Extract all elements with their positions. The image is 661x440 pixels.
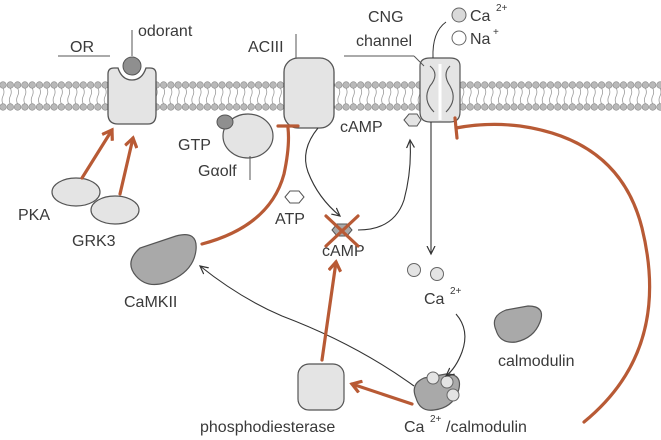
regulation-arrows [80, 116, 652, 424]
cng-channel-label-1: CNG [368, 9, 404, 26]
galpha-olf-protein [216, 113, 274, 180]
calmodulin-protein [493, 305, 543, 343]
grk3-label: GRK3 [72, 233, 116, 250]
ca-intracellular-label: Ca [424, 291, 445, 308]
odorant-molecule [122, 56, 142, 76]
ca-calmodulin-rest: /calmodulin [446, 419, 527, 436]
pka-kinase [51, 177, 101, 207]
camkii-label: CaMKII [124, 294, 177, 311]
bound-ca-icon-1 [426, 371, 440, 385]
phosphodiesterase-label: phosphodiesterase [200, 419, 335, 436]
na-ion-label: Na [470, 31, 491, 48]
or-receptor [58, 30, 157, 125]
aciii-enzyme [283, 34, 335, 129]
camp-to-cng-arrow [357, 140, 410, 231]
ion-entry-curve [432, 21, 447, 59]
grk3-kinase [90, 195, 140, 225]
ca-ion-icon [451, 7, 467, 23]
calmodulin-label: calmodulin [498, 353, 574, 370]
bound-ca-icon-3 [446, 388, 460, 402]
camp-cross-2 [324, 214, 360, 248]
odorant-label: odorant [138, 23, 193, 40]
bound-ca-icon-2 [440, 375, 454, 389]
camp-bound-icon [403, 113, 422, 127]
atp-label: ATP [275, 211, 305, 228]
camkii-protein [130, 234, 197, 286]
ca-to-complex-arrow [446, 313, 466, 376]
complex-to-pde-arrow [352, 384, 414, 406]
pde-degrades-camp-arrow [320, 262, 336, 362]
pka-to-or-arrow [80, 130, 112, 180]
ca-intracellular-charge: 2+ [450, 286, 462, 297]
camp-channel-label: cAMP [340, 119, 383, 136]
cng-inhibition-bar [453, 116, 459, 140]
grk3-to-or-arrow [118, 138, 133, 196]
camp-center-label: cAMP [322, 243, 365, 260]
na-ion-icon [451, 30, 467, 46]
ca-ion-charge: 2+ [496, 3, 508, 14]
phosphodiesterase-enzyme [297, 363, 345, 411]
na-ion-charge: + [493, 27, 499, 38]
gtp-label: GTP [178, 137, 211, 154]
ca-intracellular-icon-1 [407, 263, 421, 277]
ca-ion-label: Ca [470, 8, 491, 25]
complex-inhibits-cng [454, 122, 652, 424]
cng-channel-label-2: channel [356, 33, 412, 50]
galpha-olf-label: Gαolf [198, 163, 237, 180]
gtp-molecule [216, 114, 234, 130]
thin-arrows [200, 122, 466, 387]
cng-channel [344, 55, 461, 127]
camkii-inhibits-aciii [200, 126, 291, 246]
aciii-label: ACIII [248, 39, 284, 56]
ca-calmodulin-ca: Ca [404, 419, 425, 436]
complex-to-camkii-arrow [200, 266, 415, 387]
ca-intracellular-icon-2 [430, 267, 444, 281]
ca-calmodulin-charge: 2+ [430, 414, 442, 425]
or-label: OR [70, 39, 94, 56]
atp-molecule-icon [284, 190, 305, 204]
pka-label: PKA [18, 207, 50, 224]
atp-to-camp-arrow [305, 127, 340, 216]
